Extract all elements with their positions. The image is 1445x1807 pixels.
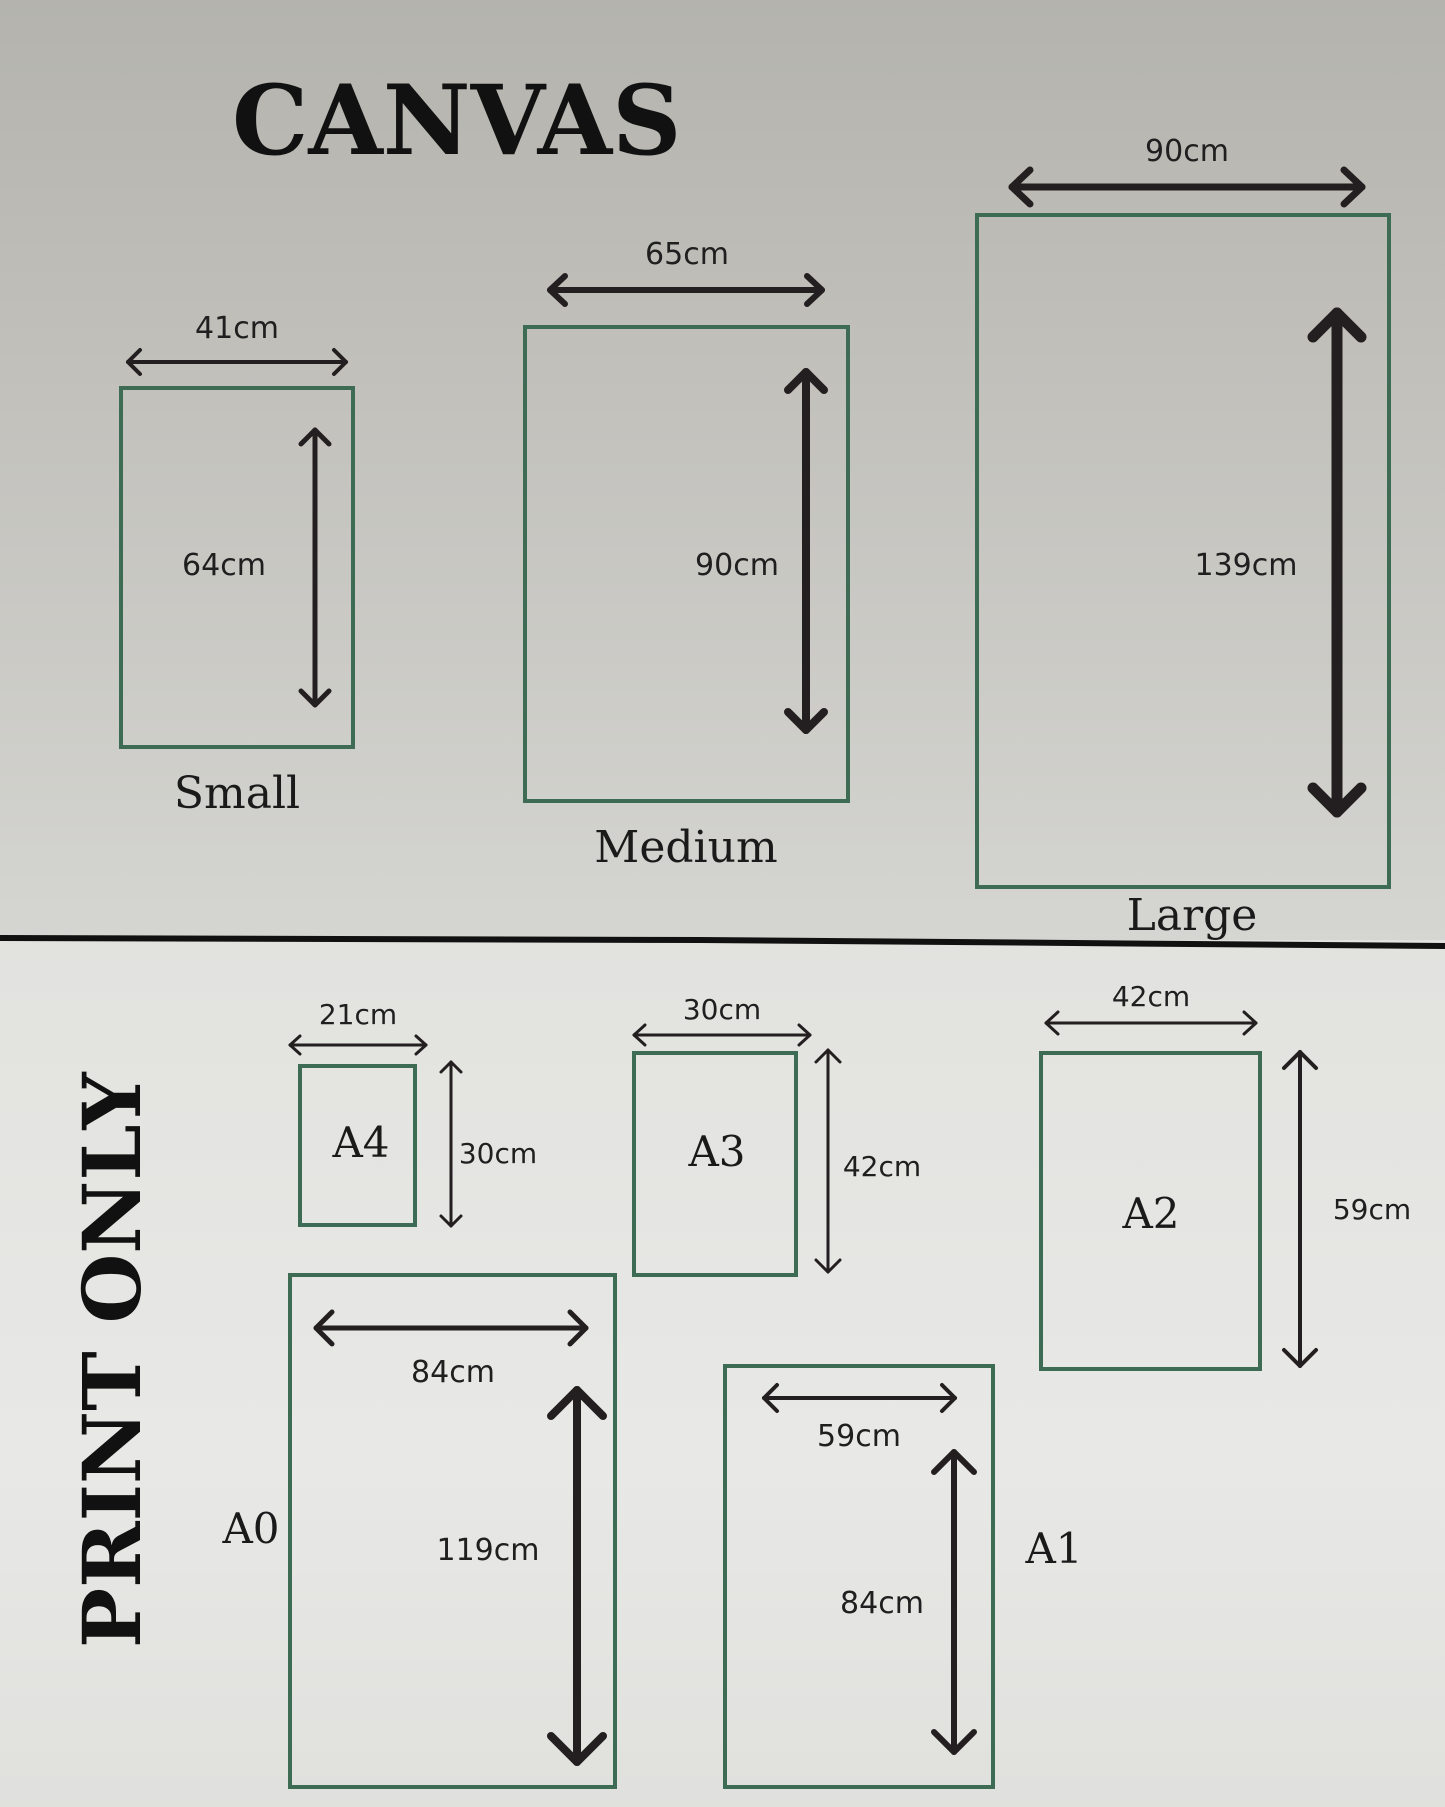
print-a3-label: A3 — [687, 1127, 745, 1176]
print-a3-height-arrow — [814, 1048, 842, 1274]
canvas-medium-width-label: 65cm — [645, 237, 729, 272]
print-a1: 59cm 84cm A1 — [723, 1364, 1083, 1789]
canvas-small-width-arrow — [126, 348, 348, 376]
print-a0: 84cm 119cm A0 — [221, 1273, 617, 1789]
print-a0-height-arrow — [547, 1386, 607, 1766]
canvas-small-label: Small — [174, 768, 300, 819]
canvas-large-width-label: 90cm — [1145, 134, 1229, 169]
print-a2-label: A2 — [1121, 1189, 1179, 1238]
print-a3-frame — [632, 1051, 798, 1277]
print-a0-width-arrow — [313, 1309, 589, 1347]
print-a4-width-arrow — [288, 1034, 428, 1056]
print-a2-frame — [1039, 1051, 1262, 1371]
print-a4: 21cm 30cm A4 — [288, 998, 537, 1228]
canvas-large: 90cm 139cm Large — [975, 134, 1391, 941]
canvas-medium-frame — [523, 325, 850, 803]
canvas-medium-height-arrow — [784, 368, 828, 734]
print-section-background — [0, 940, 1445, 1807]
canvas-large-width-arrow — [1008, 166, 1366, 208]
canvas-section-background — [0, 0, 1445, 940]
canvas-medium-width-arrow — [547, 273, 825, 307]
canvas-small-width-label: 41cm — [195, 311, 279, 346]
print-a2-height-arrow — [1282, 1050, 1318, 1368]
print-a3-height-label: 42cm — [843, 1150, 921, 1183]
print-a0-width-label: 84cm — [411, 1355, 495, 1390]
print-a1-frame — [723, 1364, 995, 1789]
canvas-large-label: Large — [1127, 890, 1258, 941]
print-a0-frame — [288, 1273, 617, 1789]
canvas-title: CANVAS — [232, 64, 681, 177]
print-a1-height-label: 84cm — [840, 1586, 924, 1621]
print-a2: 42cm 59cm A2 — [1039, 980, 1411, 1371]
print-a3-width-label: 30cm — [683, 993, 761, 1026]
print-a4-label: A4 — [331, 1118, 389, 1167]
print-a1-width-label: 59cm — [817, 1419, 901, 1454]
print-a1-label: A1 — [1024, 1524, 1082, 1573]
canvas-small-frame — [119, 386, 355, 749]
section-divider — [0, 935, 1445, 949]
canvas-small-height-label: 64cm — [182, 548, 266, 583]
canvas-medium-height-label: 90cm — [695, 548, 779, 583]
print-a1-height-arrow — [931, 1449, 977, 1755]
print-a3: 30cm 42cm A3 — [632, 993, 921, 1277]
print-a0-height-label: 119cm — [437, 1533, 540, 1568]
print-a4-width-label: 21cm — [319, 998, 397, 1031]
canvas-small-height-arrow — [298, 427, 332, 708]
print-title: PRINT ONLY — [65, 1071, 159, 1648]
print-a0-label: A0 — [221, 1504, 279, 1553]
canvas-large-frame — [975, 213, 1391, 889]
print-a4-frame — [298, 1064, 417, 1227]
canvas-large-height-label: 139cm — [1195, 548, 1298, 583]
print-a2-width-label: 42cm — [1112, 980, 1190, 1013]
print-a3-width-arrow — [632, 1023, 812, 1047]
canvas-large-height-arrow — [1307, 307, 1367, 818]
print-a4-height-arrow — [439, 1060, 463, 1228]
print-a2-height-label: 59cm — [1333, 1193, 1411, 1226]
canvas-small: 41cm 64cm Small — [119, 311, 355, 819]
print-a1-width-arrow — [762, 1383, 957, 1413]
print-a2-width-arrow — [1044, 1010, 1258, 1036]
print-a4-height-label: 30cm — [459, 1137, 537, 1170]
canvas-medium-label: Medium — [594, 822, 777, 873]
canvas-medium: 65cm 90cm Medium — [523, 237, 850, 873]
